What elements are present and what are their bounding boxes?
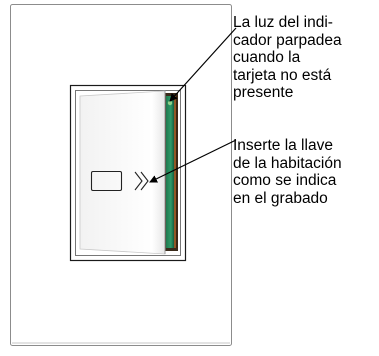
indicator-led: [167, 100, 173, 106]
card-outline-icon: [90, 170, 123, 192]
callout-line: en el grabado: [233, 189, 328, 207]
callout-line: tarjeta no está: [233, 66, 332, 84]
callout-line: cuando la: [233, 49, 301, 66]
leader-arrow-indicator: [169, 27, 237, 102]
callout-line: Inserte la llave: [233, 137, 333, 154]
callout-line: La luz del indi-: [233, 14, 333, 31]
callout-line: de la habitación: [233, 154, 342, 172]
double-chevron-right-icon: [134, 171, 149, 191]
callout-line: presente: [233, 84, 294, 101]
callout-indicator-light: La luz del indi- cador parpadea cuando l…: [233, 14, 379, 102]
callout-line: cador parpadea: [233, 31, 342, 49]
callout-insert-key: Inserte la llave de la habitación como s…: [233, 137, 379, 207]
door-panel: [79, 90, 166, 255]
callout-line: como se indica: [233, 172, 337, 189]
leader-arrow-insert: [149, 139, 237, 183]
